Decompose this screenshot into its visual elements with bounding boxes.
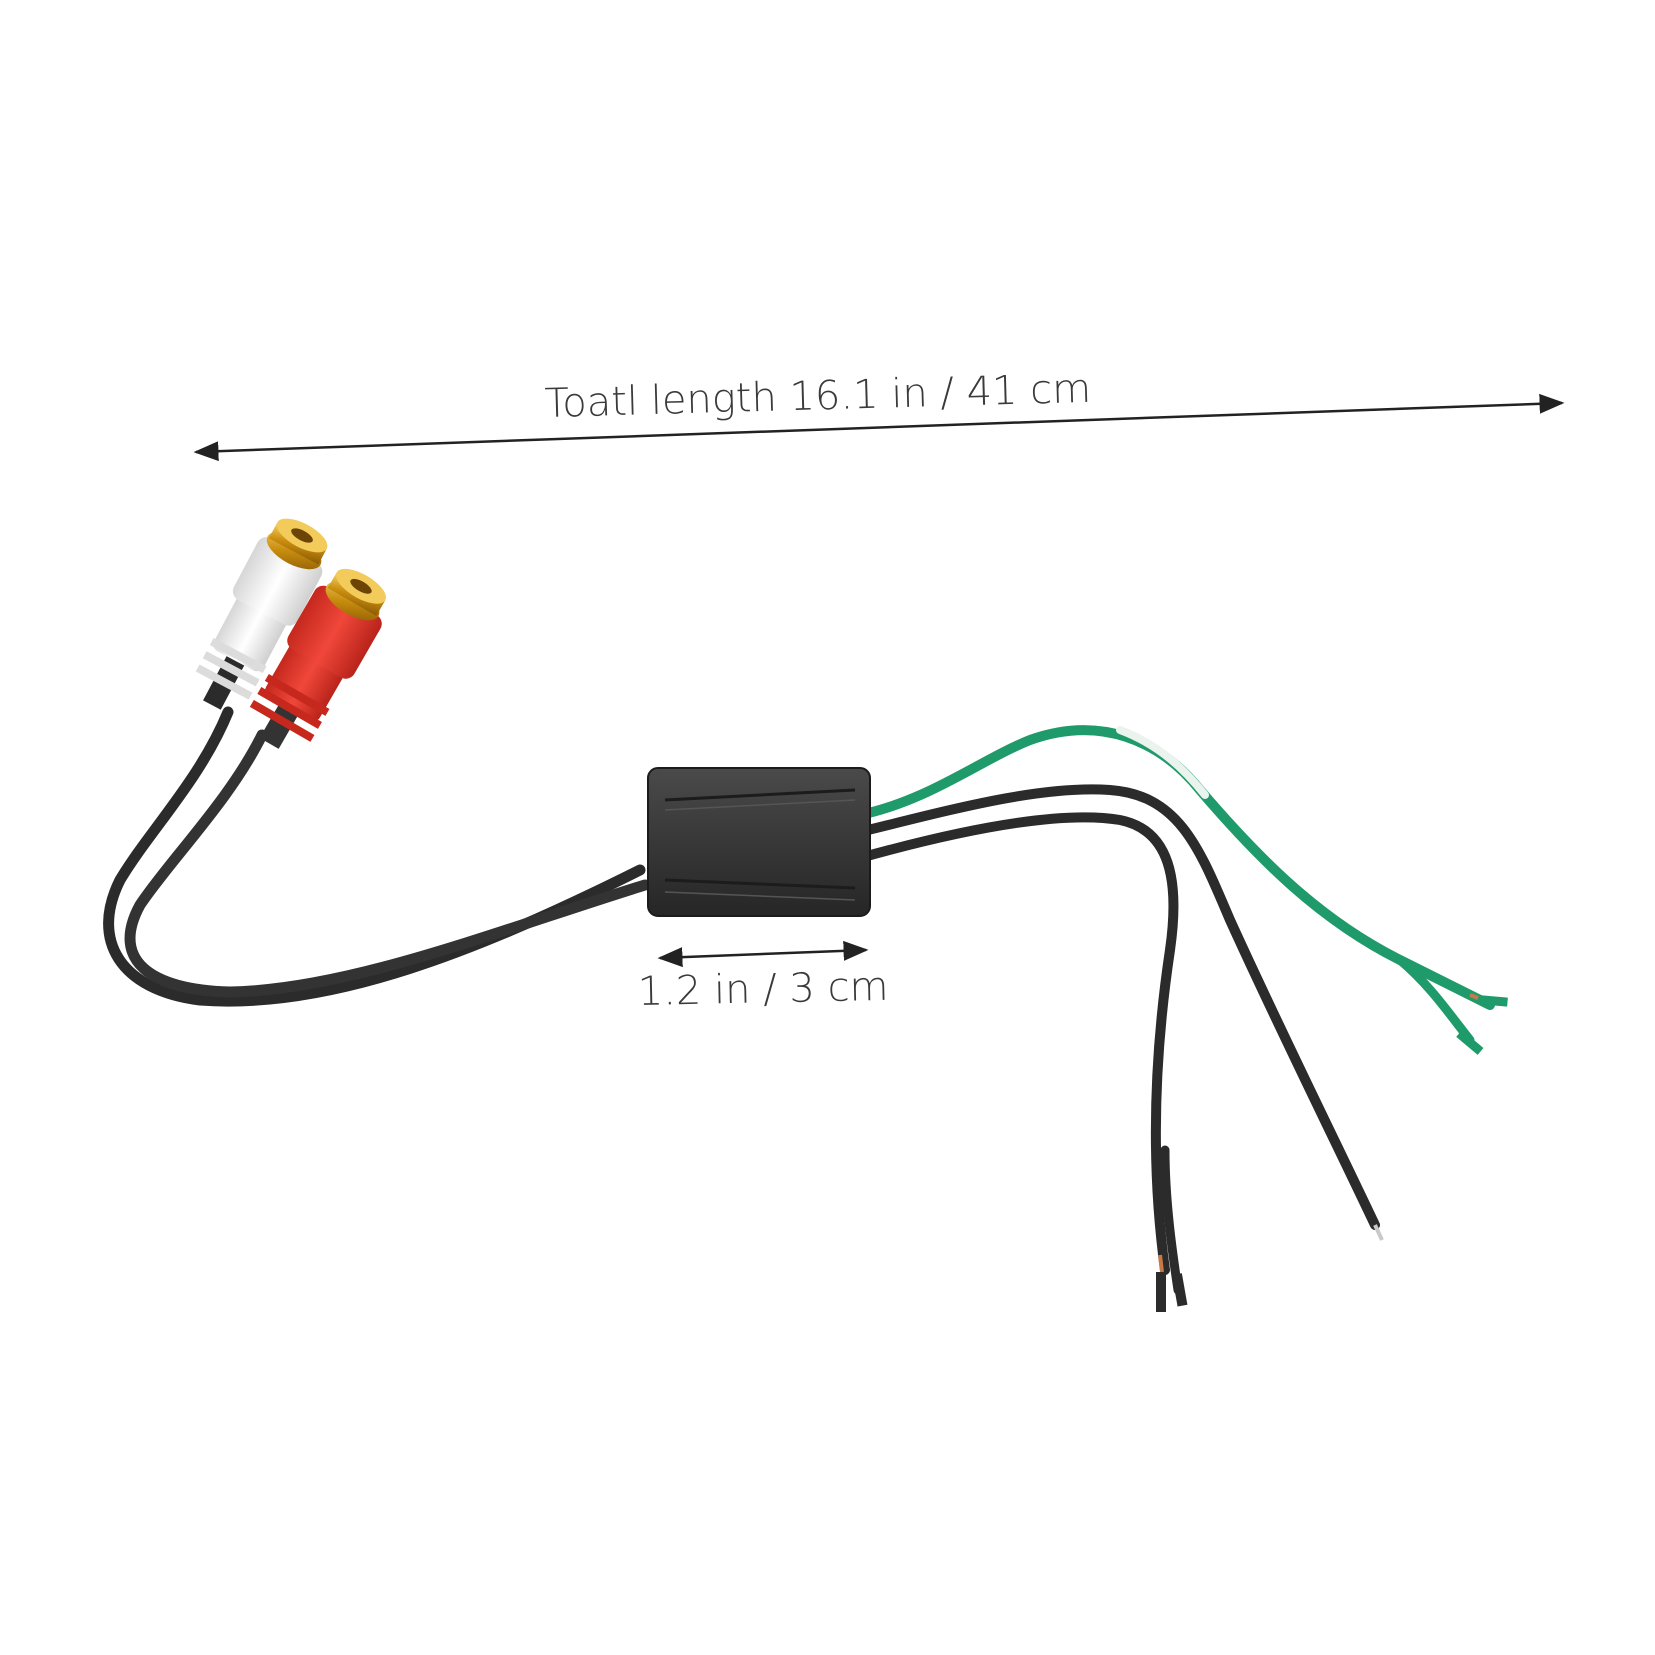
- total-length-dimension-line: [193, 393, 1565, 462]
- copper-tip: [1158, 1254, 1164, 1273]
- copper-tip: [1156, 1272, 1166, 1312]
- box-length-dimension-line: [657, 940, 869, 968]
- black-cable-right: [124, 729, 651, 998]
- copper-tip: [1477, 994, 1508, 1007]
- green-wire: [855, 725, 1495, 1010]
- box-length-label: 1.2 in / 3 cm: [637, 964, 889, 1015]
- green-white-wire: [1116, 726, 1209, 799]
- red-rca-connector: [249, 568, 386, 749]
- black-wire-lower: [855, 812, 1179, 1275]
- copper-tip: [1172, 1273, 1188, 1307]
- copper-tip: [1469, 993, 1479, 1000]
- white-rca-connector: [195, 518, 328, 710]
- noise-filter-box: [647, 767, 871, 917]
- copper-tip: [1456, 1030, 1484, 1055]
- total-length-label: Toatl length 16.1 in / 41 cm: [544, 366, 1092, 427]
- black-cable-left: [103, 706, 646, 1007]
- copper-tip: [1373, 1224, 1384, 1241]
- black-wire-upper: [855, 784, 1380, 1230]
